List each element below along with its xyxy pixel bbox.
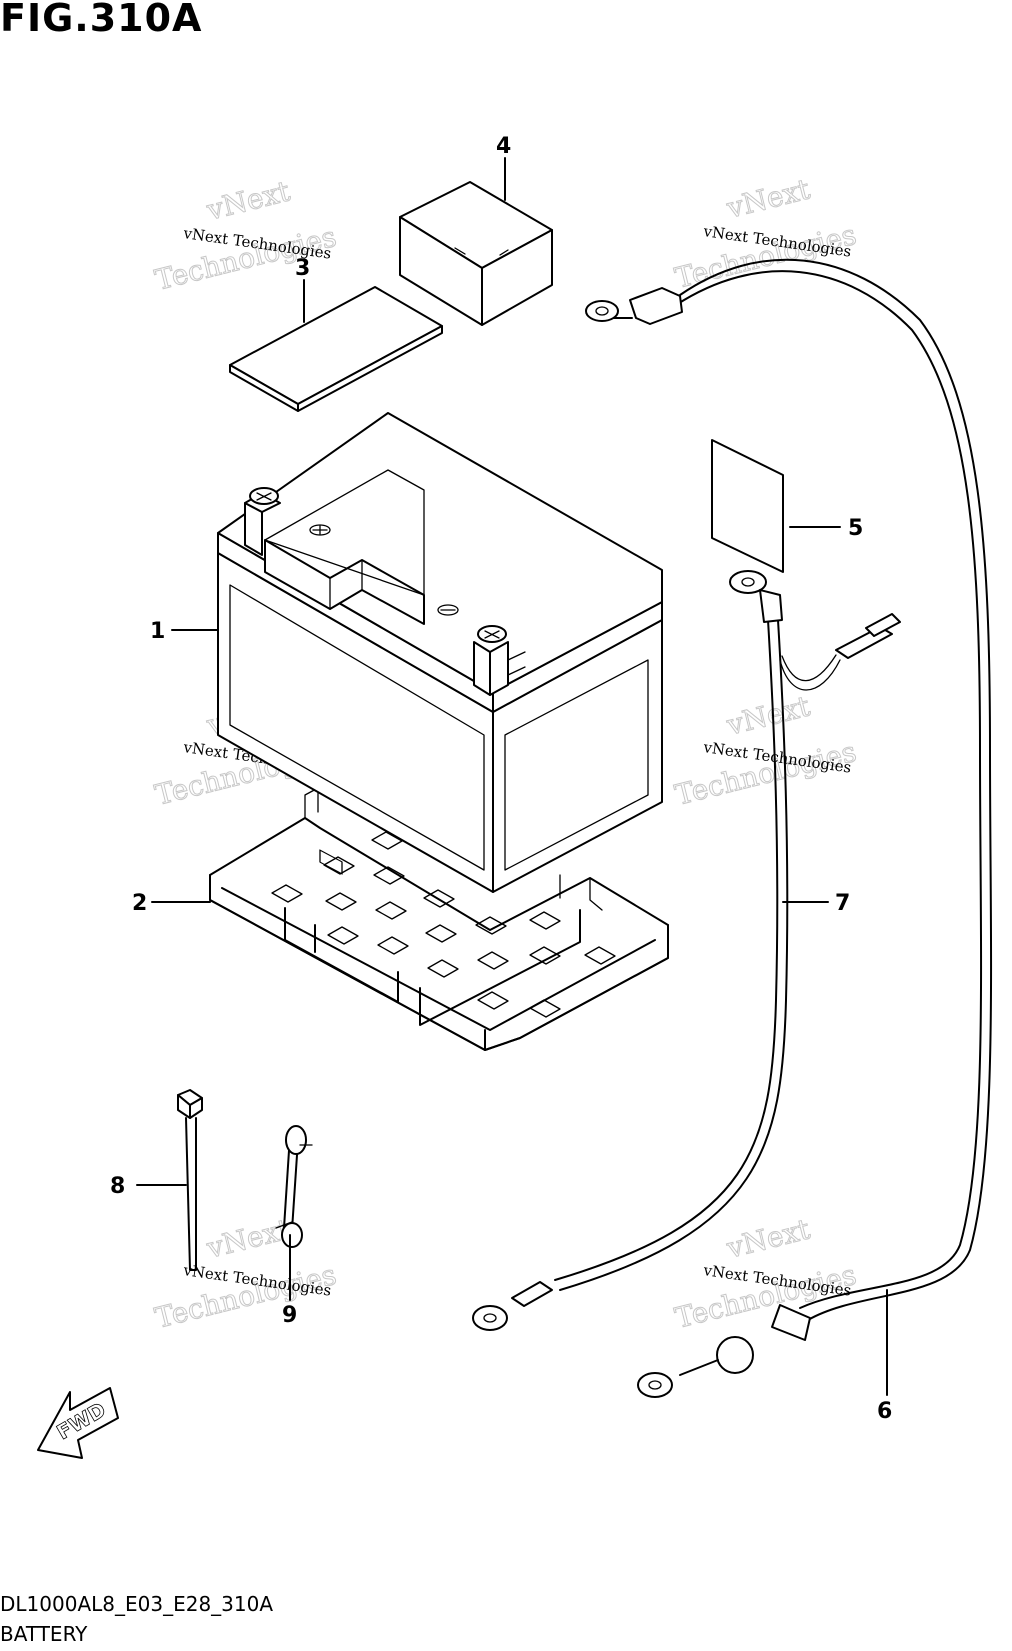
svg-text:vNext: vNext — [723, 1212, 814, 1265]
watermark-bottom-left: vNext Technologies vNext Technologies — [151, 1212, 340, 1336]
cable-tie-icon — [177, 1089, 203, 1271]
callout-2: 2 — [132, 891, 147, 916]
label-plate-icon — [711, 439, 784, 573]
callout-5: 5 — [848, 516, 863, 541]
battery-tray-icon — [209, 787, 669, 1051]
svg-text:vNext: vNext — [723, 689, 814, 742]
positive-lead-icon — [472, 570, 901, 1331]
negative-lead-icon — [585, 258, 993, 1398]
rubber-block-icon — [399, 181, 553, 326]
callout-7: 7 — [835, 891, 850, 916]
battery-pad-icon — [229, 286, 443, 412]
svg-text:vNext: vNext — [203, 174, 294, 227]
callout-3: 3 — [295, 256, 310, 281]
callout-4: 4 — [496, 134, 511, 159]
watermark-mid-right: vNext Technologies vNext Technologies — [671, 689, 860, 813]
watermark-top-right: vNext Technologies vNext Technologies — [671, 172, 860, 296]
battery-icon — [217, 412, 663, 893]
leader-lines — [136, 157, 888, 1396]
callout-6: 6 — [877, 1399, 892, 1424]
clamp-icon — [275, 1125, 313, 1248]
svg-text:vNext: vNext — [723, 172, 814, 225]
figure-title: FIG.310A — [0, 0, 203, 40]
callout-9: 9 — [282, 1303, 297, 1328]
svg-text:vNext: vNext — [203, 1212, 294, 1265]
watermark-top-left: vNext Technologies vNext Technologies — [151, 174, 340, 298]
diagram-name: BATTERY — [0, 1622, 88, 1646]
diagram-code: DL1000AL8_E03_E28_310A — [0, 1592, 274, 1616]
fwd-arrow-icon: FWD — [37, 1387, 119, 1459]
callout-8: 8 — [110, 1174, 125, 1199]
watermark-bottom-right: vNext Technologies vNext Technologies — [671, 1212, 860, 1336]
callout-1: 1 — [150, 619, 165, 644]
